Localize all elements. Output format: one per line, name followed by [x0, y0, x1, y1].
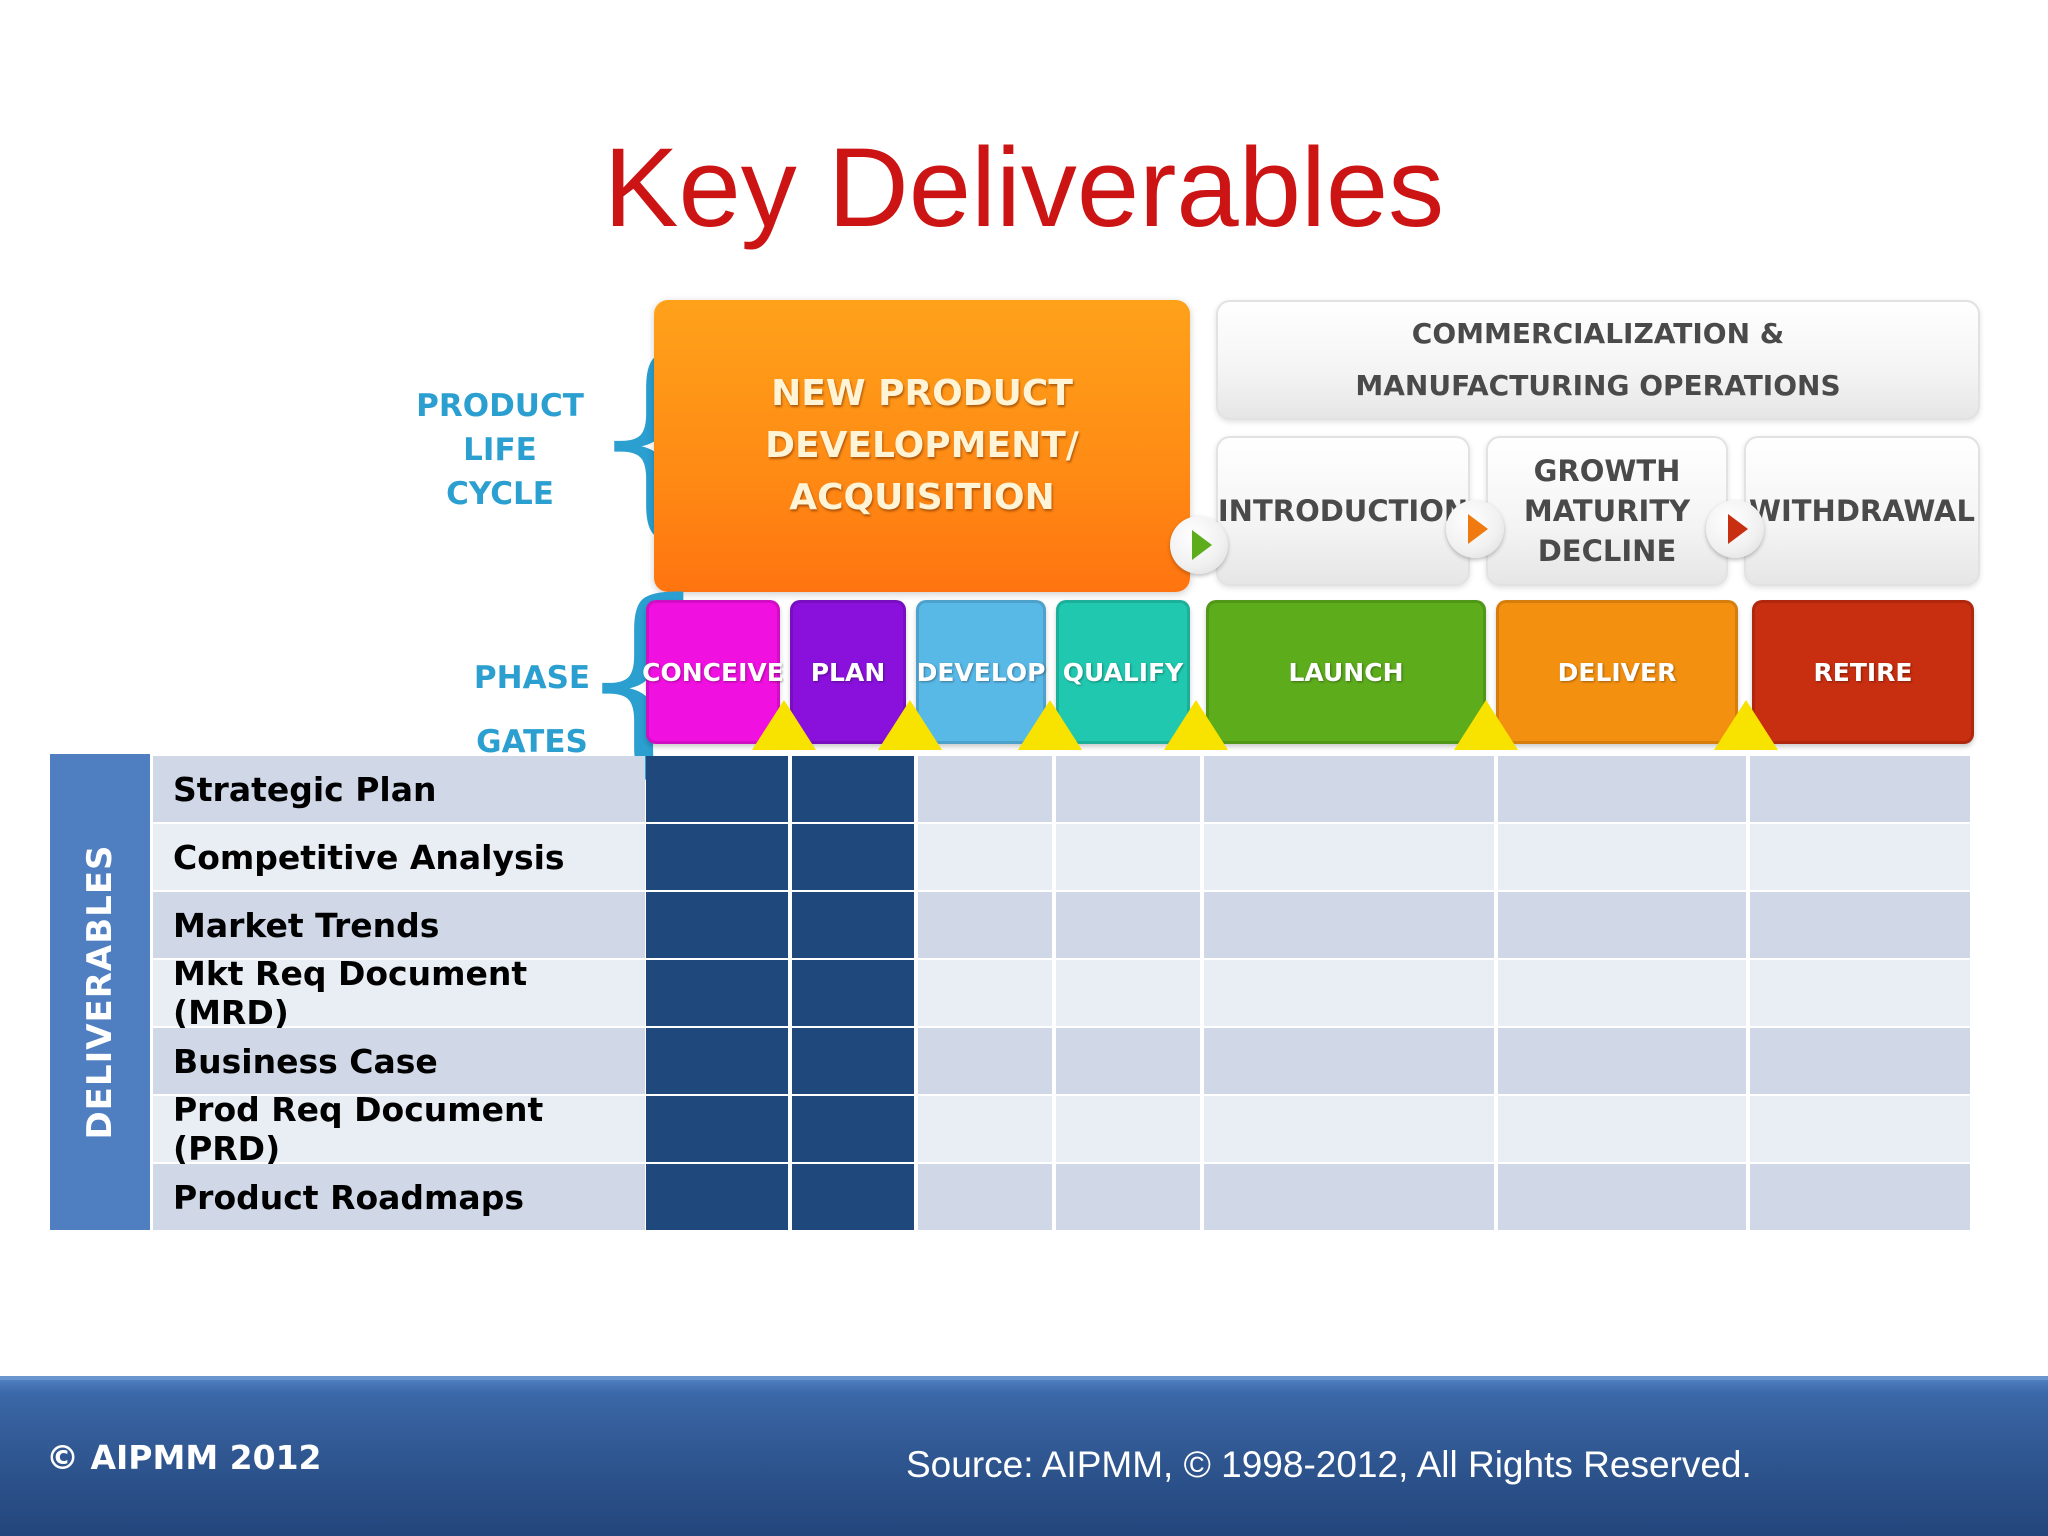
gate-triangle-icon: [752, 700, 816, 750]
deliverables-band: DELIVERABLES: [50, 754, 150, 1230]
introduction-label: INTRODUCTION: [1217, 494, 1469, 528]
deliverable-cell-empty: [1498, 824, 1746, 890]
introduction-box: INTRODUCTION: [1216, 436, 1470, 586]
deliverable-cell-filled: [646, 1164, 788, 1230]
deliverable-cell-empty: [1204, 1096, 1494, 1162]
deliverable-cell-empty: [1204, 960, 1494, 1026]
deliverable-cell-empty: [918, 1164, 1052, 1230]
gate-triangle-icon: [1164, 700, 1228, 750]
npd-phase-box: NEW PRODUCT DEVELOPMENT/ ACQUISITION: [654, 300, 1190, 592]
deliverable-cell-filled: [792, 1096, 914, 1162]
deliverable-cell-empty: [1750, 1164, 1970, 1230]
gate-triangle-icon: [1714, 700, 1778, 750]
deliverable-cell-filled: [646, 1096, 788, 1162]
footer-source: Source: AIPMM, © 1998-2012, All Rights R…: [906, 1444, 1752, 1485]
deliverable-cell-empty: [1498, 1164, 1746, 1230]
deliverable-cell-empty: [1056, 1028, 1200, 1094]
footer-bar: [0, 1376, 2048, 1536]
deliverable-cell-empty: [1204, 1164, 1494, 1230]
deliverable-row-label: Mkt Req Document (MRD): [153, 954, 645, 1032]
deliverable-cell-empty: [1056, 960, 1200, 1026]
footer-copyright: © AIPMM 2012: [46, 1438, 322, 1477]
deliverable-cell-empty: [1750, 892, 1970, 958]
deliverable-cell-empty: [1750, 756, 1970, 822]
deliverable-cell-filled: [646, 756, 788, 822]
gate-triangle-icon: [1018, 700, 1082, 750]
deliverable-cell-filled: [792, 1028, 914, 1094]
gate-triangle-icon: [1454, 700, 1518, 750]
deliverable-cell-empty: [1750, 1096, 1970, 1162]
withdrawal-label: WITHDRAWAL: [1749, 494, 1975, 528]
deliverable-row-label: Strategic Plan: [153, 756, 645, 822]
deliverable-row-label: Competitive Analysis: [153, 824, 645, 890]
deliverable-cell-empty: [918, 892, 1052, 958]
phase-plan-label: PLAN: [810, 657, 886, 687]
phase-develop-label: DEVELOP: [916, 657, 1046, 687]
deliverable-cell-empty: [918, 1096, 1052, 1162]
withdrawal-box: WITHDRAWAL: [1744, 436, 1980, 586]
deliverable-row-label: Product Roadmaps: [153, 1164, 645, 1230]
deliverable-cell-filled: [792, 756, 914, 822]
deliverable-cell-empty: [1204, 892, 1494, 958]
deliverable-cell-filled: [792, 1164, 914, 1230]
deliverable-cell-empty: [1750, 824, 1970, 890]
phase-launch-label: LAUNCH: [1288, 657, 1404, 687]
deliverable-cell-empty: [918, 960, 1052, 1026]
deliverable-cell-filled: [792, 824, 914, 890]
page-title: Key Deliverables: [603, 125, 1445, 250]
phase-deliver: DELIVER: [1496, 600, 1738, 744]
deliverable-cell-empty: [1750, 1028, 1970, 1094]
deliverable-cell-empty: [1056, 824, 1200, 890]
deliverable-cell-empty: [1056, 892, 1200, 958]
commercialization-label: COMMERCIALIZATION & MANUFACTURING OPERAT…: [1355, 317, 1841, 402]
phase-conceive-label: CONCEIVE: [642, 657, 784, 687]
deliverable-cell-empty: [1498, 756, 1746, 822]
red-arrow-icon: [1706, 500, 1764, 558]
deliverables-label: DELIVERABLES: [80, 844, 120, 1140]
deliverable-cell-empty: [918, 1028, 1052, 1094]
deliverable-cell-filled: [646, 960, 788, 1026]
deliverable-cell-empty: [1498, 960, 1746, 1026]
phase-qualify-label: QUALIFY: [1062, 657, 1184, 687]
deliverable-cell-empty: [918, 824, 1052, 890]
npd-label: NEW PRODUCT DEVELOPMENT/ ACQUISITION: [765, 373, 1079, 518]
phase-deliver-label: DELIVER: [1557, 657, 1677, 687]
phase-gates-label: PHASE GATES: [473, 660, 591, 760]
deliverable-cell-empty: [918, 756, 1052, 822]
deliverable-cell-filled: [646, 1028, 788, 1094]
deliverable-cell-empty: [1204, 756, 1494, 822]
deliverable-cell-empty: [1750, 960, 1970, 1026]
deliverable-cell-empty: [1204, 824, 1494, 890]
gate-triangle-icon: [878, 700, 942, 750]
commercialization-box: COMMERCIALIZATION & MANUFACTURING OPERAT…: [1216, 300, 1980, 420]
phase-retire: RETIRE: [1752, 600, 1974, 744]
deliverable-row-label: Market Trends: [153, 892, 645, 958]
orange-arrow-icon: [1446, 500, 1504, 558]
deliverable-cell-filled: [792, 892, 914, 958]
product-life-cycle-label: PRODUCT LIFE CYCLE: [416, 388, 584, 512]
deliverable-cell-empty: [1056, 1096, 1200, 1162]
deliverable-cell-empty: [1056, 1164, 1200, 1230]
deliverable-row-label: Business Case: [153, 1028, 645, 1094]
deliverable-cell-filled: [646, 892, 788, 958]
deliverable-cell-empty: [1498, 892, 1746, 958]
growth-maturity-decline-label: GROWTH MATURITY DECLINE: [1523, 454, 1691, 568]
green-arrow-icon: [1170, 516, 1228, 574]
deliverable-cell-empty: [1498, 1028, 1746, 1094]
phase-retire-label: RETIRE: [1813, 657, 1913, 687]
growth-maturity-decline-box: GROWTH MATURITY DECLINE: [1486, 436, 1728, 586]
deliverable-cell-empty: [1056, 756, 1200, 822]
phase-launch: LAUNCH: [1206, 600, 1486, 744]
deliverable-cell-empty: [1498, 1096, 1746, 1162]
deliverable-cell-filled: [646, 824, 788, 890]
deliverable-cell-empty: [1204, 1028, 1494, 1094]
deliverable-row-label: Prod Req Document (PRD): [153, 1090, 645, 1168]
deliverable-cell-filled: [792, 960, 914, 1026]
